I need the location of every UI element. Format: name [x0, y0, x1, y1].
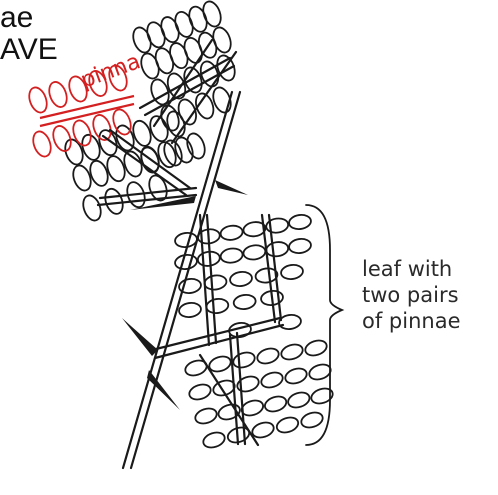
pinna-label: pinna: [78, 49, 144, 94]
leaflet: [46, 80, 70, 110]
annotation-line-1: leaf with: [362, 258, 452, 280]
leaflet: [243, 244, 267, 261]
leaflet: [283, 366, 308, 386]
annotation-line-2: two pairs: [362, 284, 459, 306]
leaflet: [26, 85, 50, 115]
leaflet: [288, 238, 312, 255]
leaflet: [307, 362, 332, 382]
leaflet: [193, 406, 218, 426]
lower-leaf-petiole-edge: [155, 325, 283, 358]
leaflet: [102, 186, 126, 216]
leaflet: [265, 241, 289, 258]
leaflet: [288, 214, 312, 231]
leaflet: [275, 415, 300, 435]
leaflet: [233, 294, 257, 311]
header-line-1: ae: [0, 2, 33, 34]
pinna-rachis-c: [230, 335, 238, 444]
leaflet: [205, 298, 229, 315]
thorn: [122, 318, 158, 356]
bracket: [306, 205, 342, 445]
leaflet: [178, 302, 202, 319]
leaflet: [174, 254, 198, 271]
annotation-line-3: of pinnae: [362, 310, 461, 332]
leaflet: [184, 131, 208, 161]
leaflet: [200, 0, 224, 29]
leaflet: [201, 430, 226, 450]
leaflet: [299, 410, 324, 430]
leaflet: [220, 247, 244, 264]
leaflet: [210, 25, 234, 55]
pinna-highlight: [40, 96, 134, 126]
thorn: [147, 370, 180, 410]
thorns: [122, 180, 248, 410]
pinna-rachis-d: [200, 355, 258, 445]
leaflet: [229, 271, 253, 288]
leaflet: [286, 390, 311, 410]
leaflet: [259, 370, 284, 390]
leaflet: [231, 350, 256, 370]
leaflet: [50, 124, 74, 154]
leaflet: [220, 224, 244, 241]
leaflet: [280, 264, 304, 281]
leaflet: [279, 342, 304, 362]
leaflet: [187, 382, 212, 402]
leaflet: [303, 338, 328, 358]
header-line-2: AVE: [0, 34, 58, 66]
leaflet: [204, 274, 228, 291]
leaflet: [30, 129, 54, 159]
main-rachis-edge: [131, 92, 240, 468]
leaflet: [263, 394, 288, 414]
thorn: [215, 180, 248, 195]
leaflet: [278, 314, 302, 331]
leaflet: [255, 346, 280, 366]
